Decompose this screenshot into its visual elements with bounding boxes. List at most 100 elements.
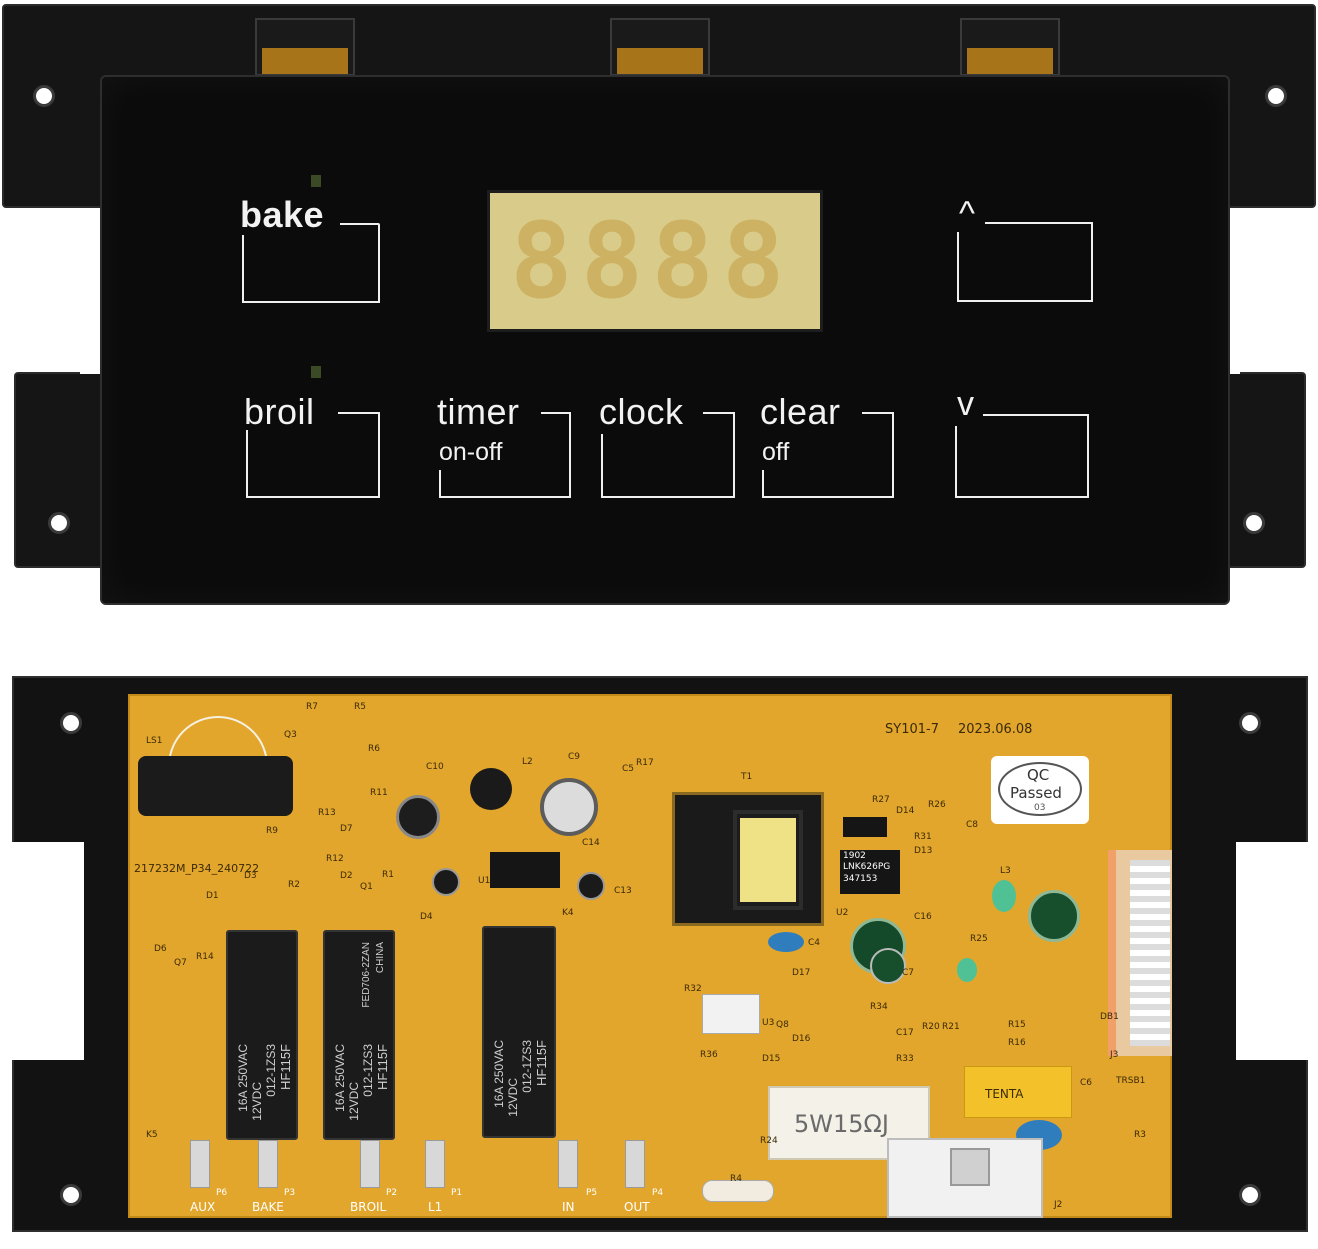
designator: R32 [684, 984, 702, 994]
inductor [957, 958, 977, 982]
inductor [470, 768, 512, 810]
clock-button[interactable]: clock [599, 390, 739, 502]
designator: J2 [1054, 1200, 1063, 1210]
connector-in [558, 1140, 578, 1188]
designator: R21 [942, 1022, 960, 1032]
connector-aux [190, 1140, 210, 1188]
designator: R4 [730, 1174, 742, 1184]
resistor-label: 5W15ΩJ [794, 1110, 889, 1138]
designator: R13 [318, 808, 336, 818]
optocoupler [702, 994, 760, 1034]
y-capacitor [768, 932, 804, 952]
board-part-silk: 217232M_P34_240722 [134, 862, 260, 875]
mount-hole [1265, 85, 1287, 107]
broil-label: broil [244, 391, 315, 432]
clear-button[interactable]: clear off [760, 390, 898, 502]
designator: R34 [870, 1002, 888, 1012]
relay-model-label: HF115F [375, 1044, 390, 1090]
designator: K5 [146, 1130, 158, 1140]
relay-country-label: CHINA [375, 942, 386, 974]
relay-coil-label: 12VDC [250, 1082, 264, 1121]
connector-label: AUX [190, 1200, 216, 1214]
designator: D3 [244, 871, 257, 881]
designator: C4 [808, 938, 821, 948]
clear-sublabel: off [762, 438, 790, 466]
ic-code: 1902 [843, 851, 866, 861]
designator: D1 [206, 891, 219, 901]
designator: C9 [568, 752, 581, 762]
up-button[interactable]: ^ [955, 192, 1095, 306]
designator: R26 [928, 800, 946, 810]
capacitor [1028, 890, 1080, 942]
relay-model-label: HF115F [278, 1044, 293, 1090]
designator: R33 [896, 1054, 914, 1064]
designator: R17 [636, 758, 654, 768]
timer-sublabel: on-off [439, 438, 503, 466]
relay: HF115F 012-1ZS3 12VDC 16A 250VAC [482, 926, 556, 1138]
designator: U1 [478, 876, 491, 886]
mount-hole [48, 512, 70, 534]
designator: R14 [196, 952, 214, 962]
designator: C13 [614, 886, 632, 896]
mount-hole [1243, 512, 1265, 534]
qc-code-text: 03 [1034, 803, 1046, 813]
designator: R25 [970, 934, 988, 944]
relay-code-label: FED706-2ZAN [361, 942, 372, 1008]
designator: D17 [792, 968, 811, 978]
led-display: 8888 [487, 190, 823, 332]
mount-hole [33, 85, 55, 107]
regulator [490, 852, 560, 888]
connector-id: P2 [386, 1188, 398, 1198]
connector-label: BROIL [350, 1200, 387, 1214]
timer-button[interactable]: timer on-off [437, 390, 575, 502]
designator: R6 [368, 744, 380, 754]
switching-ic [840, 850, 900, 894]
designator: D6 [154, 944, 167, 954]
relay: HF115F 012-1ZS3 12VDC 16A 250VAC [226, 930, 298, 1140]
buzzer-body [138, 756, 293, 816]
designator: DB1 [1100, 1012, 1119, 1022]
down-arrow-icon: v [957, 385, 975, 423]
designator: C17 [896, 1028, 914, 1038]
connector-label: L1 [428, 1200, 443, 1214]
broil-button[interactable]: broil [244, 390, 384, 502]
designator: R1 [382, 870, 394, 880]
board-date-silk: 2023.06.08 [958, 722, 1033, 737]
bake-label: bake [240, 194, 325, 235]
connector-id: P4 [652, 1188, 664, 1198]
connector-out [625, 1140, 645, 1188]
designator: R36 [700, 1050, 718, 1060]
designator: C6 [1080, 1078, 1093, 1088]
capacitor [396, 795, 440, 839]
relay-rating-label: 16A 250VAC [492, 1040, 506, 1108]
x-capacitor-label: TENTA [985, 1087, 1024, 1101]
designator: Q7 [174, 958, 187, 968]
timer-label: timer [437, 391, 520, 432]
ic-sub: 347153 [843, 874, 878, 884]
ic-label: LNK626PG [843, 862, 891, 872]
designator: R16 [1008, 1038, 1026, 1048]
connector-l1 [425, 1140, 445, 1188]
designator: R27 [872, 795, 890, 805]
designator: D2 [340, 871, 353, 881]
designator: R7 [306, 702, 318, 712]
mount-hole [60, 1184, 82, 1206]
bake-button[interactable]: bake [240, 195, 382, 307]
capacitor [870, 948, 906, 984]
up-arrow-icon: ^ [959, 195, 976, 233]
relay-rating-label: 16A 250VAC [333, 1044, 347, 1112]
down-button[interactable]: v [953, 386, 1093, 502]
connector-label: IN [562, 1200, 575, 1214]
designator: R9 [266, 826, 278, 836]
designator: L2 [522, 757, 533, 767]
qc-text: QC [1027, 766, 1050, 784]
relay-coil-label: 12VDC [506, 1078, 520, 1117]
designator: C16 [914, 912, 932, 922]
designator: D16 [792, 1034, 811, 1044]
designator: R3 [1134, 1130, 1146, 1140]
designator: R12 [326, 854, 344, 864]
display-digits: 8888 [510, 200, 793, 322]
relay-sub-label: 012-1ZS3 [520, 1040, 534, 1093]
clock-label: clock [599, 391, 684, 432]
designator: D15 [762, 1054, 781, 1064]
